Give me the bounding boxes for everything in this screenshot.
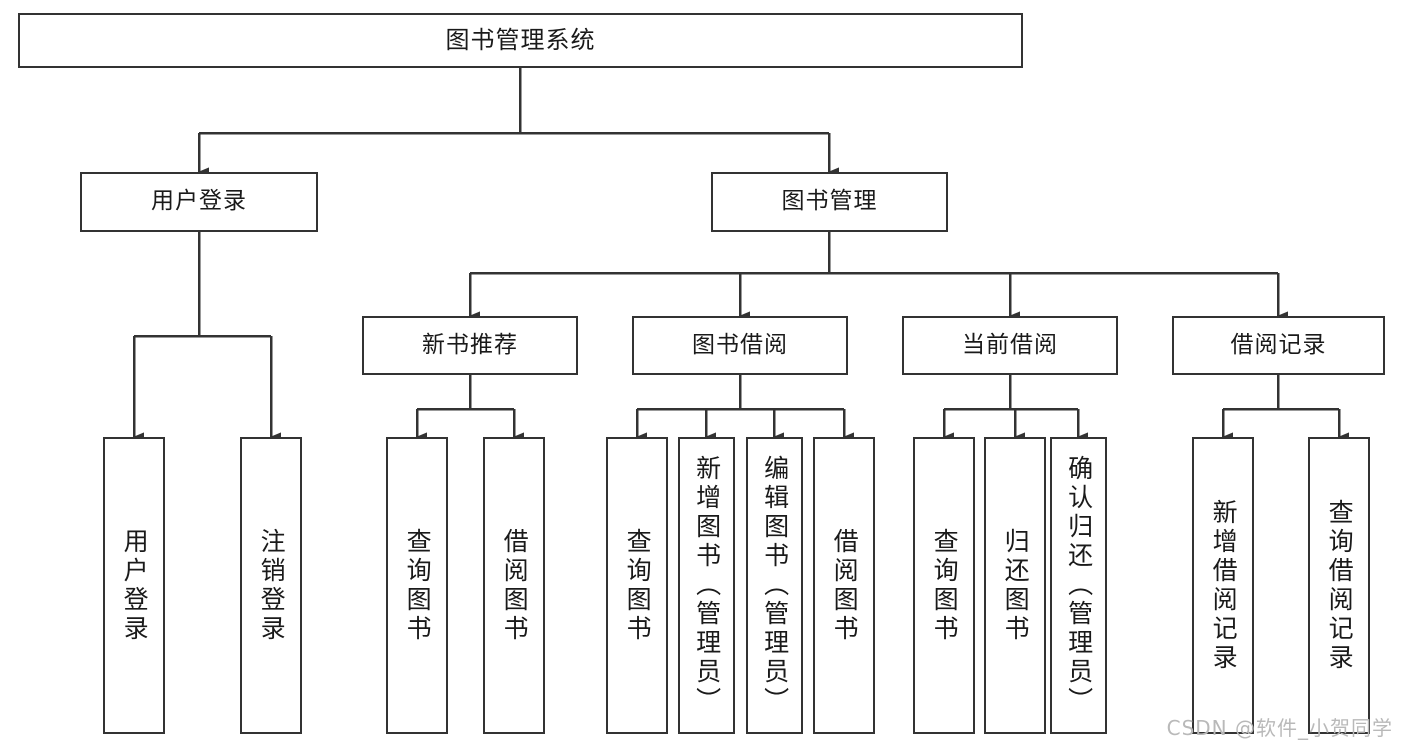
node-label: 借阅记录 — [1230, 331, 1327, 358]
node-leaf-add-record[interactable]: 新增借阅记录 — [1192, 437, 1254, 734]
edge-paths — [132, 68, 1349, 442]
node-book-borrow[interactable]: 图书借阅 — [632, 316, 848, 375]
node-label: 新增图书（管理员） — [692, 455, 722, 716]
node-label: 查询图书 — [930, 527, 960, 644]
node-label: 图书管理 — [781, 188, 878, 215]
node-label: 查询图书 — [623, 527, 653, 644]
node-label: 借阅图书 — [500, 527, 530, 644]
node-label: 注销登录 — [257, 527, 287, 644]
node-leaf-borrow-book-1[interactable]: 借阅图书 — [483, 437, 545, 734]
node-leaf-confirm-return[interactable]: 确认归还（管理员） — [1050, 437, 1107, 734]
node-label: 新增借阅记录 — [1209, 498, 1239, 673]
node-new-book-recommend[interactable]: 新书推荐 — [362, 316, 578, 375]
node-borrow-record[interactable]: 借阅记录 — [1172, 316, 1385, 375]
node-label: 查询借阅记录 — [1325, 498, 1355, 673]
node-leaf-return-book[interactable]: 归还图书 — [984, 437, 1046, 734]
node-label: 新书推荐 — [422, 331, 518, 358]
watermark: CSDN @软件_小贺同学 — [1166, 716, 1393, 740]
node-leaf-query-book-2[interactable]: 查询图书 — [606, 437, 668, 734]
node-root-label: 图书管理系统 — [445, 26, 596, 55]
node-leaf-user-logout[interactable]: 注销登录 — [240, 437, 302, 734]
node-label: 图书借阅 — [692, 331, 788, 358]
node-leaf-query-record[interactable]: 查询借阅记录 — [1308, 437, 1370, 734]
node-leaf-query-book-1[interactable]: 查询图书 — [386, 437, 448, 734]
node-label: 借阅图书 — [830, 527, 860, 644]
node-current-borrow[interactable]: 当前借阅 — [902, 316, 1118, 375]
node-leaf-query-book-3[interactable]: 查询图书 — [913, 437, 975, 734]
node-book-manage[interactable]: 图书管理 — [711, 172, 948, 232]
node-leaf-user-login[interactable]: 用户登录 — [103, 437, 165, 734]
node-root[interactable]: 图书管理系统 — [18, 13, 1023, 68]
node-label: 编辑图书（管理员） — [760, 455, 790, 716]
node-label: 归还图书 — [1001, 527, 1031, 644]
node-label: 用户登录 — [151, 188, 247, 215]
node-leaf-borrow-book-2[interactable]: 借阅图书 — [813, 437, 875, 734]
node-user-login[interactable]: 用户登录 — [80, 172, 318, 232]
node-label: 查询图书 — [403, 527, 433, 644]
node-label: 确认归还（管理员） — [1064, 455, 1094, 716]
node-label: 当前借阅 — [962, 331, 1058, 358]
node-leaf-add-book[interactable]: 新增图书（管理员） — [678, 437, 735, 734]
node-leaf-edit-book[interactable]: 编辑图书（管理员） — [746, 437, 803, 734]
node-label: 用户登录 — [120, 527, 150, 644]
